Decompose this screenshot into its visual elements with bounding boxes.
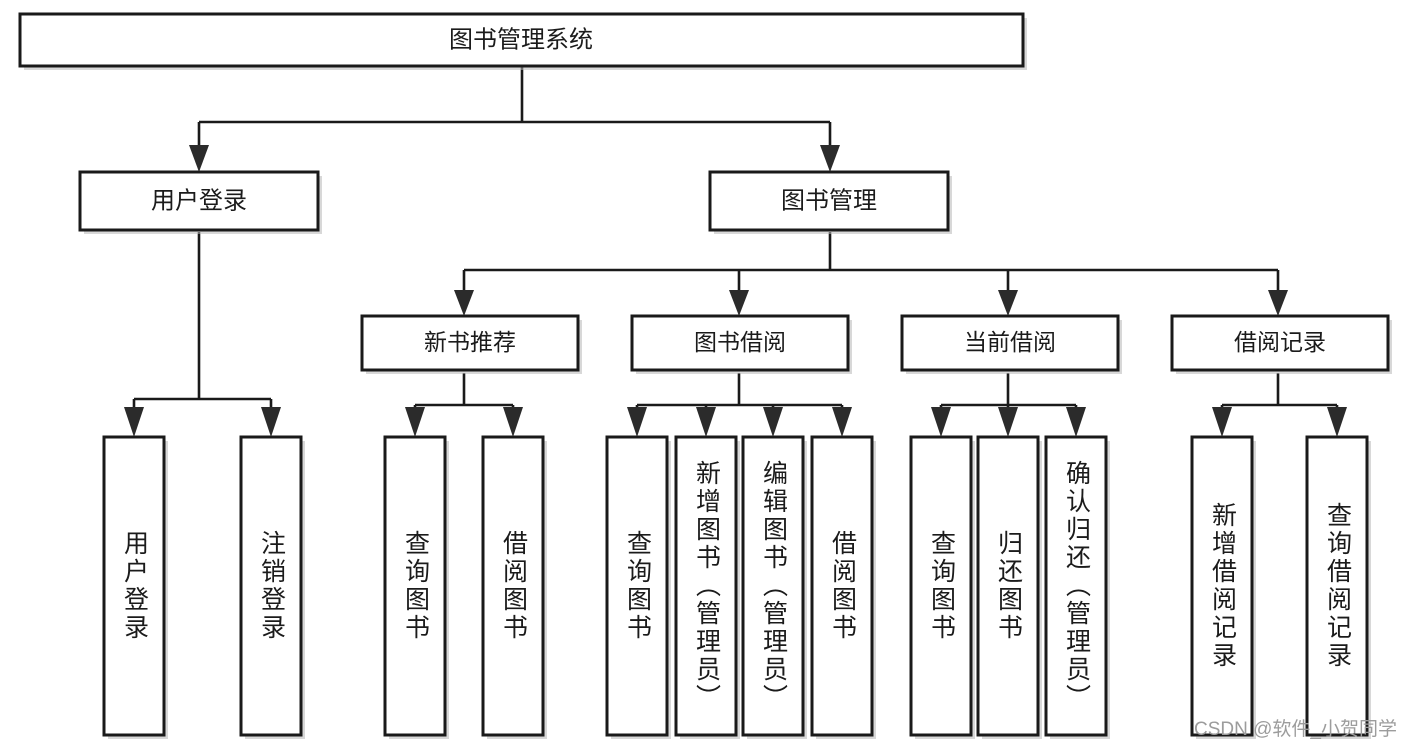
node-current-borrow-box [900,314,1120,372]
leaf-add-record-box[interactable] [1190,435,1254,737]
leaf-borrow-book-1-box[interactable] [481,435,545,737]
leaf-query-book-2-box[interactable] [605,435,669,737]
arrowhead-leaf-query-record [1327,407,1347,437]
leaf-query-book-1-box[interactable] [383,435,447,737]
edge-group-root [189,66,840,172]
arrowhead-leaf-confirm-return [1066,407,1086,437]
arrowhead-leaf-borrow-book-2 [832,407,852,437]
arrowhead-user-login [189,145,209,172]
arrowhead-leaf-query-book-1 [405,407,425,437]
arrowhead-leaf-borrow-book-1 [503,407,523,437]
edge-group-user-login [124,232,281,437]
leaf-user-login-box[interactable] [102,435,166,737]
arrowhead-leaf-logout [261,407,281,437]
node-new-book-rec-box [360,314,580,372]
arrowhead-borrow-record [1268,290,1288,316]
node-book-borrow-box [630,314,850,372]
leaf-edit-book-box[interactable] [741,435,805,737]
leaf-confirm-return-box[interactable] [1044,435,1108,737]
node-book-borrow[interactable]: 图书借阅 [630,314,852,374]
node-new-book-rec-label: 新书推荐 [424,329,516,355]
arrowhead-leaf-edit-book [763,407,783,437]
arrowhead-leaf-user-login [124,407,144,437]
leaf-logout-box[interactable] [239,435,303,737]
edge-group-new-book-rec [405,373,523,437]
node-new-book-rec[interactable]: 新书推荐 [360,314,582,374]
edge-group-book-borrow [627,373,852,437]
watermark-text: CSDN @软件_小贺同学 [1194,719,1397,740]
node-user-login[interactable]: 用户登录 [78,170,322,234]
leaf-query-book-3-box[interactable] [909,435,973,737]
arrowhead-book-borrow [729,290,749,316]
node-borrow-record-label: 借阅记录 [1234,329,1326,355]
node-current-borrow-label: 当前借阅 [964,329,1056,355]
arrowhead-leaf-query-book-3 [931,407,951,437]
node-root-box [18,12,1025,68]
arrowhead-current-borrow [998,290,1018,316]
node-book-manage-label: 图书管理 [781,187,877,214]
arrowhead-leaf-query-book-2 [627,407,647,437]
leaf-nodes [102,435,1371,739]
node-user-login-label: 用户登录 [151,187,247,214]
arrowhead-leaf-add-book [696,407,716,437]
edge-group-book-manage [454,232,1288,316]
node-book-manage[interactable]: 图书管理 [708,170,952,234]
leaf-add-book-box[interactable] [674,435,738,737]
node-root-label: 图书管理系统 [449,26,593,53]
leaf-return-book-box[interactable] [976,435,1040,737]
arrowhead-new-book-rec [454,290,474,316]
node-book-manage-box [708,170,950,232]
node-current-borrow[interactable]: 当前借阅 [900,314,1122,374]
arrowhead-leaf-return-book [998,407,1018,437]
edge-group-current-borrow [931,373,1086,437]
edge-group-borrow-record [1212,373,1347,437]
node-root[interactable]: 图书管理系统 [18,12,1027,70]
node-borrow-record-box [1170,314,1390,372]
arrowhead-book-manage [820,145,840,172]
leaf-query-record-box[interactable] [1305,435,1369,737]
leaf-borrow-book-2-box[interactable] [810,435,874,737]
arrowhead-leaf-add-record [1212,407,1232,437]
node-user-login-box [78,170,320,232]
node-book-borrow-label: 图书借阅 [694,329,786,355]
node-borrow-record[interactable]: 借阅记录 [1170,314,1392,374]
